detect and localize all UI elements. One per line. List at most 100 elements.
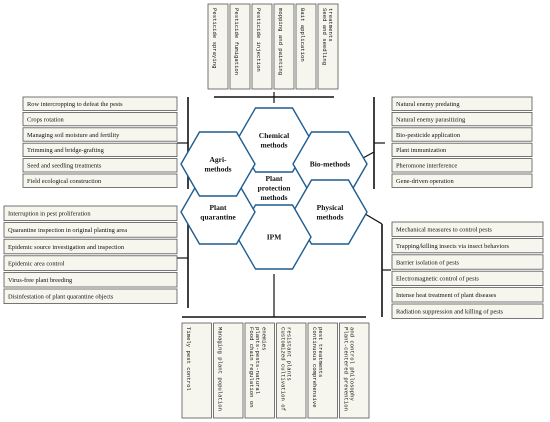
ipm-item-label: Customized cultivation ofresistant plant… (280, 327, 293, 411)
agri-methods-item-box (22, 112, 178, 127)
chemical-methods-item: mopping and painting (277, 8, 284, 75)
ipm-item-label: Plant-centered preventionand control phi… (343, 327, 356, 411)
chemical-methods-item-label: mopping and painting (277, 8, 284, 75)
agri-methods-item-box (22, 127, 178, 142)
ipm-item-box (213, 322, 244, 419)
physical-methods-item-label: Radiation suppression and killing of pes… (396, 309, 504, 316)
ipm-item: Managing plant population (217, 327, 224, 411)
physical-methods-item-box (391, 270, 544, 287)
ipm-item: Continuous comprehensivepest treatments (311, 327, 324, 408)
ipm-item: Customized cultivation ofresistant plant… (280, 327, 293, 411)
hex-chemical-methods-line: methods (260, 140, 287, 149)
ipm-item-label: Timely pest control (185, 327, 192, 391)
ipm-item-label: Food chain regulation onplants-pests-nat… (248, 327, 267, 408)
agri-methods-item-box (22, 96, 178, 111)
physical-methods-item-label: Intense heat treatment of plant diseases (396, 292, 497, 299)
physical-methods-item-box (391, 221, 544, 237)
agri-methods-item-label: Seed and seedling treatments (27, 163, 102, 170)
hex-plant-quarantine-line: Plant (209, 203, 227, 212)
ipm-item-label: Managing plant population (217, 327, 224, 411)
chemical-methods-item: Seed and seedlingtreatments (321, 8, 334, 65)
hex-agri-methods (180, 131, 256, 197)
hex-physical-methods-line: methods (316, 212, 343, 221)
chemical-methods-item-box (207, 3, 229, 90)
hex-chemical-methods-line: Chemical (259, 131, 289, 140)
chemical-methods-item: Pesticide spraying (211, 8, 218, 68)
bio-methods-item-label: Natural enemy predating (396, 101, 460, 108)
physical-methods-item-label: Trapping/killing insects via insect beha… (396, 243, 510, 250)
physical-methods-item-label: Mechanical measures to control pests (396, 227, 492, 234)
chemical-methods-item: Pesticide injection (255, 8, 262, 72)
plant-quarantine-item-label: Epidemic area control (8, 260, 65, 267)
hex-agri-methods-line: Agri- (209, 155, 227, 164)
ipm-item-box (307, 322, 338, 419)
physical-methods-item-box (391, 254, 544, 270)
chemical-methods-item-label: Seed and seedlingtreatments (321, 8, 334, 65)
hexagon-cluster: PlantprotectionmethodsChemicalmethodsBio… (180, 107, 368, 270)
chemical-methods-item-label: Bait application (299, 8, 306, 62)
hex-plant-protection-methods-line: protection (258, 184, 292, 193)
agri-methods-item-label: Crops rotation (27, 116, 65, 123)
plant-quarantine-item-label: Disinfestation of plant quarantine objec… (8, 294, 114, 301)
chemical-methods-item-box (229, 3, 251, 90)
chemical-methods-item-box (317, 3, 339, 90)
chemical-methods-item-box (273, 3, 295, 90)
plant-quarantine-item-label: Virus-free plant breeding (8, 277, 73, 284)
agri-methods-item-label: Field ecological construction (27, 178, 102, 185)
physical-methods-item-label: Electromagnetic control of pests (396, 276, 479, 283)
method-lists: Row intercropping to defeat the pestsCro… (3, 3, 544, 419)
plant-quarantine-item-label: Epidemic source investigation and inspec… (8, 244, 125, 251)
ipm-item-box (339, 322, 370, 419)
bio-methods-item-box (391, 173, 533, 188)
bio-methods-item-label: Plant immunization (396, 147, 447, 154)
physical-methods-item-box (391, 237, 544, 254)
plant-quarantine-item-box (3, 255, 178, 271)
agri-methods-item-label: Trimming and bridge-grafting (27, 147, 105, 154)
chemical-methods-item-box (295, 3, 317, 90)
bio-methods-item-box (391, 96, 533, 111)
chemical-methods-item-box (251, 3, 273, 90)
plant-quarantine-item-label: Quarantine inspection in original planti… (8, 227, 127, 234)
physical-methods-item-box (391, 287, 544, 303)
agri-methods-item-label: Row intercropping to defeat the pests (27, 101, 123, 108)
plant-quarantine-item-box (3, 222, 178, 238)
bio-methods-item-box (391, 112, 533, 127)
chemical-methods-item-label: Pesticide injection (255, 8, 262, 72)
ipm-item-box (244, 322, 275, 419)
bio-methods-item-label: Gene-driven operation (396, 178, 454, 185)
chemical-methods-item: Bait application (299, 8, 306, 62)
bio-methods-item-label: Natural enemy parasitizing (396, 116, 466, 123)
ipm-item: Food chain regulation onplants-pests-nat… (248, 327, 267, 408)
bio-methods-item-box (391, 127, 533, 142)
chemical-methods-item-label: Pesticide spraying (211, 8, 218, 68)
agri-methods-item-label: Managing soil moisture and fertility (27, 132, 120, 139)
ipm-item: Plant-centered preventionand control phi… (343, 327, 356, 411)
agri-methods-item-box (22, 158, 178, 173)
plant-quarantine-item-box (3, 205, 178, 222)
hex-plant-quarantine-line: quarantine (200, 212, 236, 221)
hex-ipm-line: IPM (267, 233, 282, 242)
plant-quarantine-item-box (3, 271, 178, 288)
chemical-methods-item: Pesticide fumigation (233, 8, 240, 75)
ipm-item-box (181, 322, 212, 419)
hex-bio-methods-line: Bio-methods (310, 160, 351, 169)
ipm-item-label: Continuous comprehensivepest treatments (311, 327, 324, 408)
hex-physical-methods-line: Physical (317, 203, 344, 212)
ipm-item: Timely pest control (185, 327, 192, 391)
bio-methods-item-label: Pheromone interference (396, 163, 457, 170)
ipm-item-box (276, 322, 307, 419)
plant-quarantine-item-box (3, 238, 178, 255)
hex-agri-methods-line: methods (204, 164, 231, 173)
hex-plant-protection-methods-line: methods (260, 193, 287, 202)
bio-methods-item-label: Bio-pesticide application (396, 132, 461, 139)
agri-methods-item-box (22, 173, 178, 188)
physical-methods-item-label: Barrier isolation of pests (396, 259, 460, 266)
plant-quarantine-item-box (3, 288, 178, 305)
hex-plant-protection-methods-line: Plant (265, 174, 283, 183)
agri-methods-item-box (22, 142, 178, 157)
bio-methods-item-box (391, 158, 533, 173)
plant-quarantine-item-label: Interruption in pest proliferation (8, 211, 91, 218)
bio-methods-item-box (391, 142, 533, 157)
physical-methods-item-box (391, 303, 544, 319)
